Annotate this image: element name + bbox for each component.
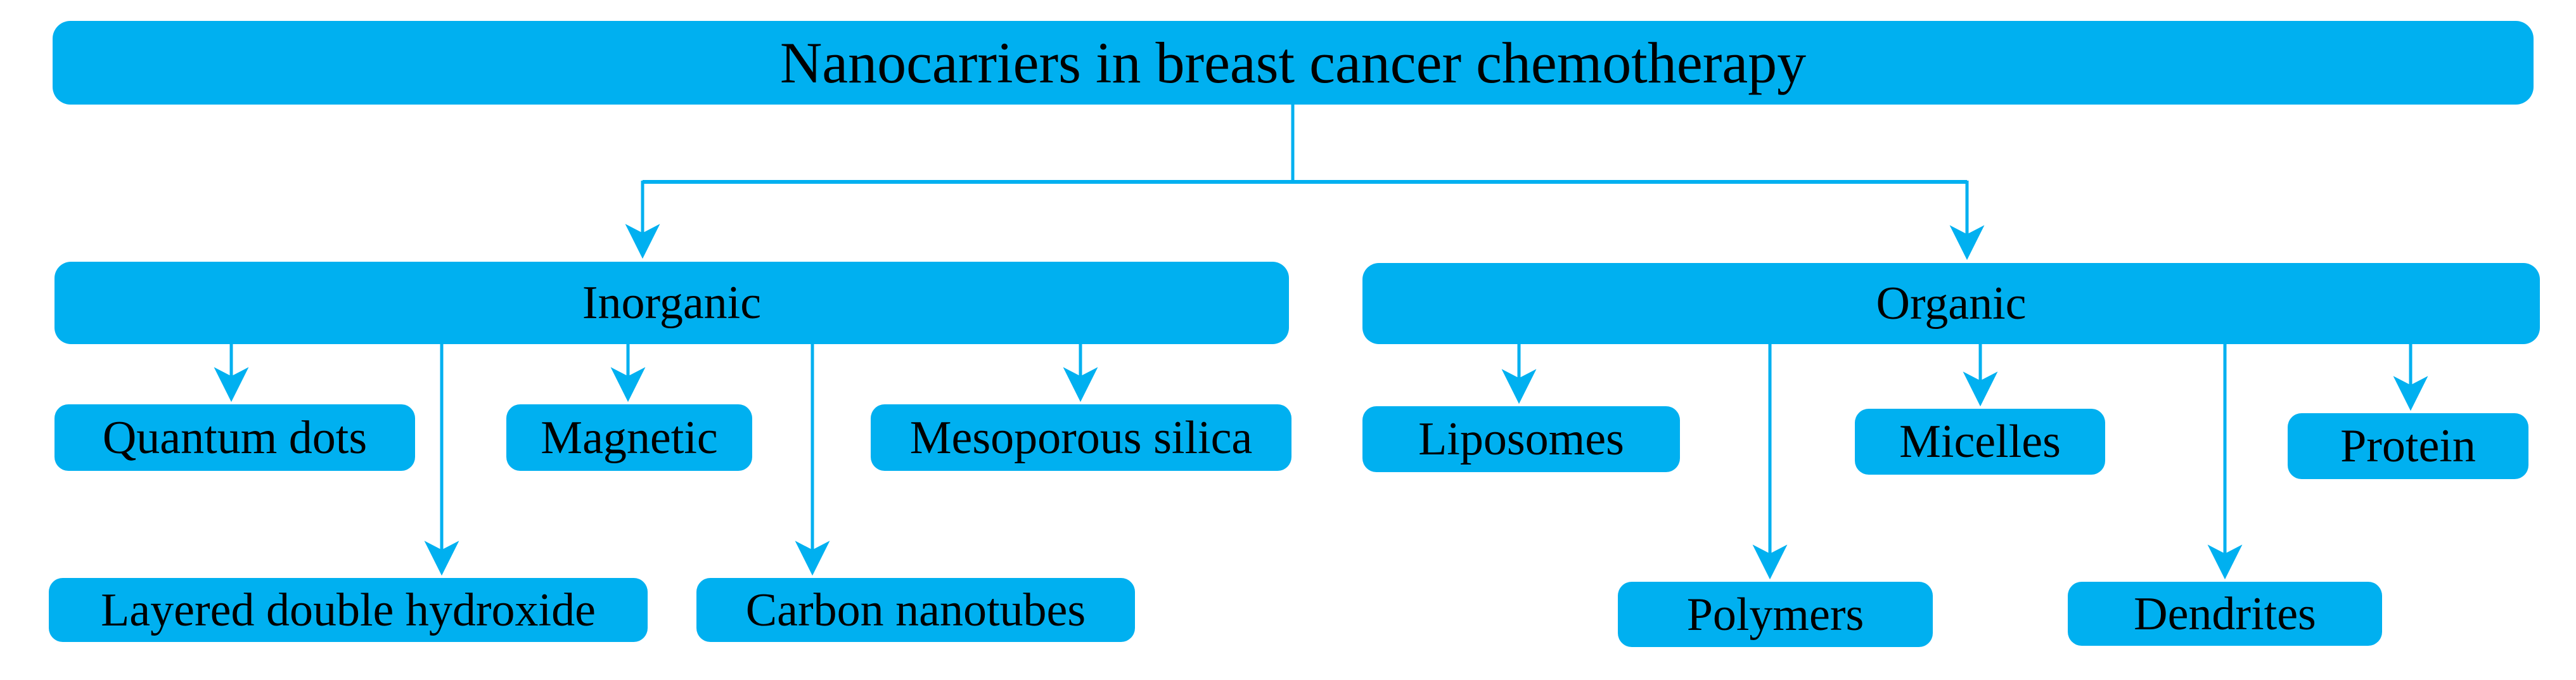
node-liposomes: Liposomes [1362,406,1680,472]
connector-organic-children [1501,344,2428,580]
node-dendrites: Dendrites [2068,582,2382,646]
node-mesoporous-silica: Mesoporous silica [871,404,1291,471]
node-magnetic: Magnetic [506,404,752,471]
node-polymers: Polymers [1618,582,1933,647]
node-protein: Protein [2288,413,2528,479]
node-layered-double-hydroxide: Layered double hydroxide [49,578,648,642]
node-organic: Organic [1362,263,2540,344]
node-root: Nanocarriers in breast cancer chemothera… [53,21,2534,105]
node-micelles: Micelles [1855,409,2105,475]
connector-inorganic-children [214,344,1098,576]
node-carbon-nanotubes: Carbon nanotubes [696,578,1135,642]
connector-root-to-branches [625,105,1985,260]
node-quantum-dots: Quantum dots [54,404,415,471]
node-inorganic: Inorganic [54,262,1289,344]
